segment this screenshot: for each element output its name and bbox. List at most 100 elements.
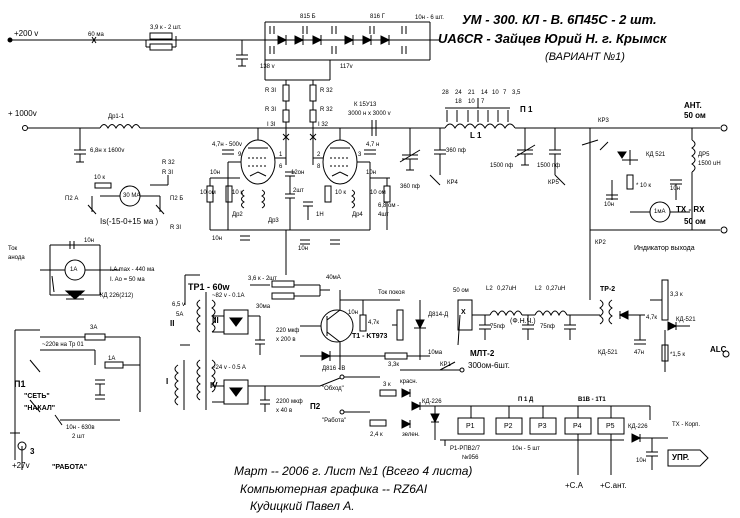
label-l2b: L2 [535,286,542,292]
label-t1: T1 - KT973 [352,333,388,340]
label-rabota: "РАБОТА" [52,464,88,471]
tap-28: 28 [442,90,449,96]
label-c47n: 47н [634,350,644,356]
label-current-c10n: 10н [84,238,94,244]
author-line: UA6CR - Зайцев Юрий Н. г. Крымск [438,31,667,46]
label-kp2: КР2 [595,240,606,246]
label-r24k: 2,4 к [370,432,383,438]
label-816g: 816 Г [370,14,385,20]
label-40ma: 40мА [326,275,341,281]
label-c75a: 75пф [490,324,505,330]
grid-meter-scale: 30 МА [123,193,141,199]
label-tr1: TP1 - 60w [188,282,230,292]
label-txrx: TX - RX [676,205,705,214]
bias-regulator [250,280,465,373]
label-r36: 3,6 к - 2шт [248,276,277,282]
label-pi-kd521: КД 521 [646,152,666,158]
rail-200v [7,21,440,67]
label-r33: 3,3 к [670,292,683,298]
label-tr2: TP-2 [600,286,616,293]
label-winding-1: I [166,377,169,386]
relay-r5: Р5 [606,423,615,430]
label-p2a: П2 А [65,196,79,202]
label-c1500b: 1500 пф [537,163,561,169]
label-relays-c10n: 10н [636,458,646,464]
label-10k-b: 10 к [335,190,346,196]
label-rno: №956 [462,455,479,461]
label-ant: АНТ. [684,101,702,110]
label-dr4: Др4 [352,212,363,218]
label-k15u13b: 3000 н х 3000 v [348,111,391,117]
label-lpf-50ohm: 50 ом [453,288,469,294]
label-c2sht: 2 шт [72,434,85,440]
diagram-title: УМ - 300. КЛ - В. 6П45С - 2 шт. [462,12,657,27]
label-fnch: (Ф.Н.Ч.) [510,318,536,325]
label-p1d: П 1 Д [518,397,534,403]
relay-r3: Р3 [538,423,547,430]
variant-label: (ВАРИАНТ №1) [545,51,625,63]
tap-7: 7 [503,90,507,96]
tap-21: 21 [468,90,475,96]
mains-input [10,329,141,470]
label-lpf-kd521b: КД-521 [676,317,696,323]
label-c47-500: 4,7н - 500v [212,142,242,148]
label-10ma: 10ма [428,350,443,356]
label-zelen: зелен. [402,432,420,438]
label-plus27: +27v [12,461,30,470]
footer-person: Кудицкий Павел А. [250,499,355,513]
label-alc: ALC [710,345,727,354]
tap-14: 14 [481,90,488,96]
label-pi-c10n-b: 10н [604,202,614,208]
label-r47: 4,7к [646,315,657,321]
tap-10: 10 [492,90,499,96]
label-obhod: "Обход" [322,386,344,392]
label-r31b: R 3I [265,107,277,113]
rail-1000v [22,120,430,163]
label-winding-2: II [170,319,175,328]
label-c68: 6,8н х 1600v [90,148,125,154]
tube-bias-network [206,149,391,275]
label-c220b: х 200 в [276,337,296,343]
label-027a: 0,27uH [497,286,517,292]
label-kp5: КР5 [548,180,559,186]
label-mains: ~220в на Тр 01 [42,342,84,348]
tap-10b: 10 [468,99,475,105]
label-r31c: R 3I [170,225,182,231]
label-lpf-kd521: КД-521 [598,350,618,356]
label-dr5b: 1500 uH [698,161,721,167]
label-c10n5: 10н - 5 шт [512,446,540,452]
label-815b: 815 Б [300,14,316,20]
tap-24: 24 [455,90,462,96]
label-meter-r31: R 3I [162,170,174,176]
label-c1n: 1Н [316,212,324,218]
label-10ohm-a: 10 ом [200,190,216,196]
label-d814: Д814-Д [428,312,449,318]
tap-35: 3,5 [512,90,521,96]
label-tx-korp: TX - Корп. [672,422,701,428]
anode-meter [40,241,120,300]
anode-meter-scale: 1A [70,267,78,273]
label-60ma: 60 ма [88,32,104,38]
pi-network [399,98,728,234]
label-relays-kd226: КД-226 [628,424,648,430]
label-ant50: 50 ом [684,111,706,120]
pin-1: 1 [279,152,283,158]
label-r32a: R 32 [320,88,333,94]
label-p1-switch: П 1 [520,105,533,114]
label-rtype: Р1-РПВ2/7 [450,446,480,452]
label-c47n: 4,7 н [366,142,380,148]
pin-3: 3 [358,152,362,158]
label-current-title2: анода [8,255,25,261]
label-rab2: "Работа" [322,418,347,424]
label-psu-kd226: КД-226 [422,399,442,405]
label-sant: +С.ант. [600,481,627,490]
label-65v: 6,5 v [172,302,186,308]
label-fuse1a: 1A [108,356,116,362]
label-l2a: L2 [486,286,493,292]
label-l1: L 1 [470,131,482,140]
label-r68: 6,8 ом - [378,203,400,209]
label-c10n630: 10н - 630в [66,425,95,431]
label-nakal: "НАКАЛ" [24,405,56,412]
label-winding-3: III [212,316,219,325]
label-grid-current: Is(-15-0+15 ма ) [100,217,159,226]
